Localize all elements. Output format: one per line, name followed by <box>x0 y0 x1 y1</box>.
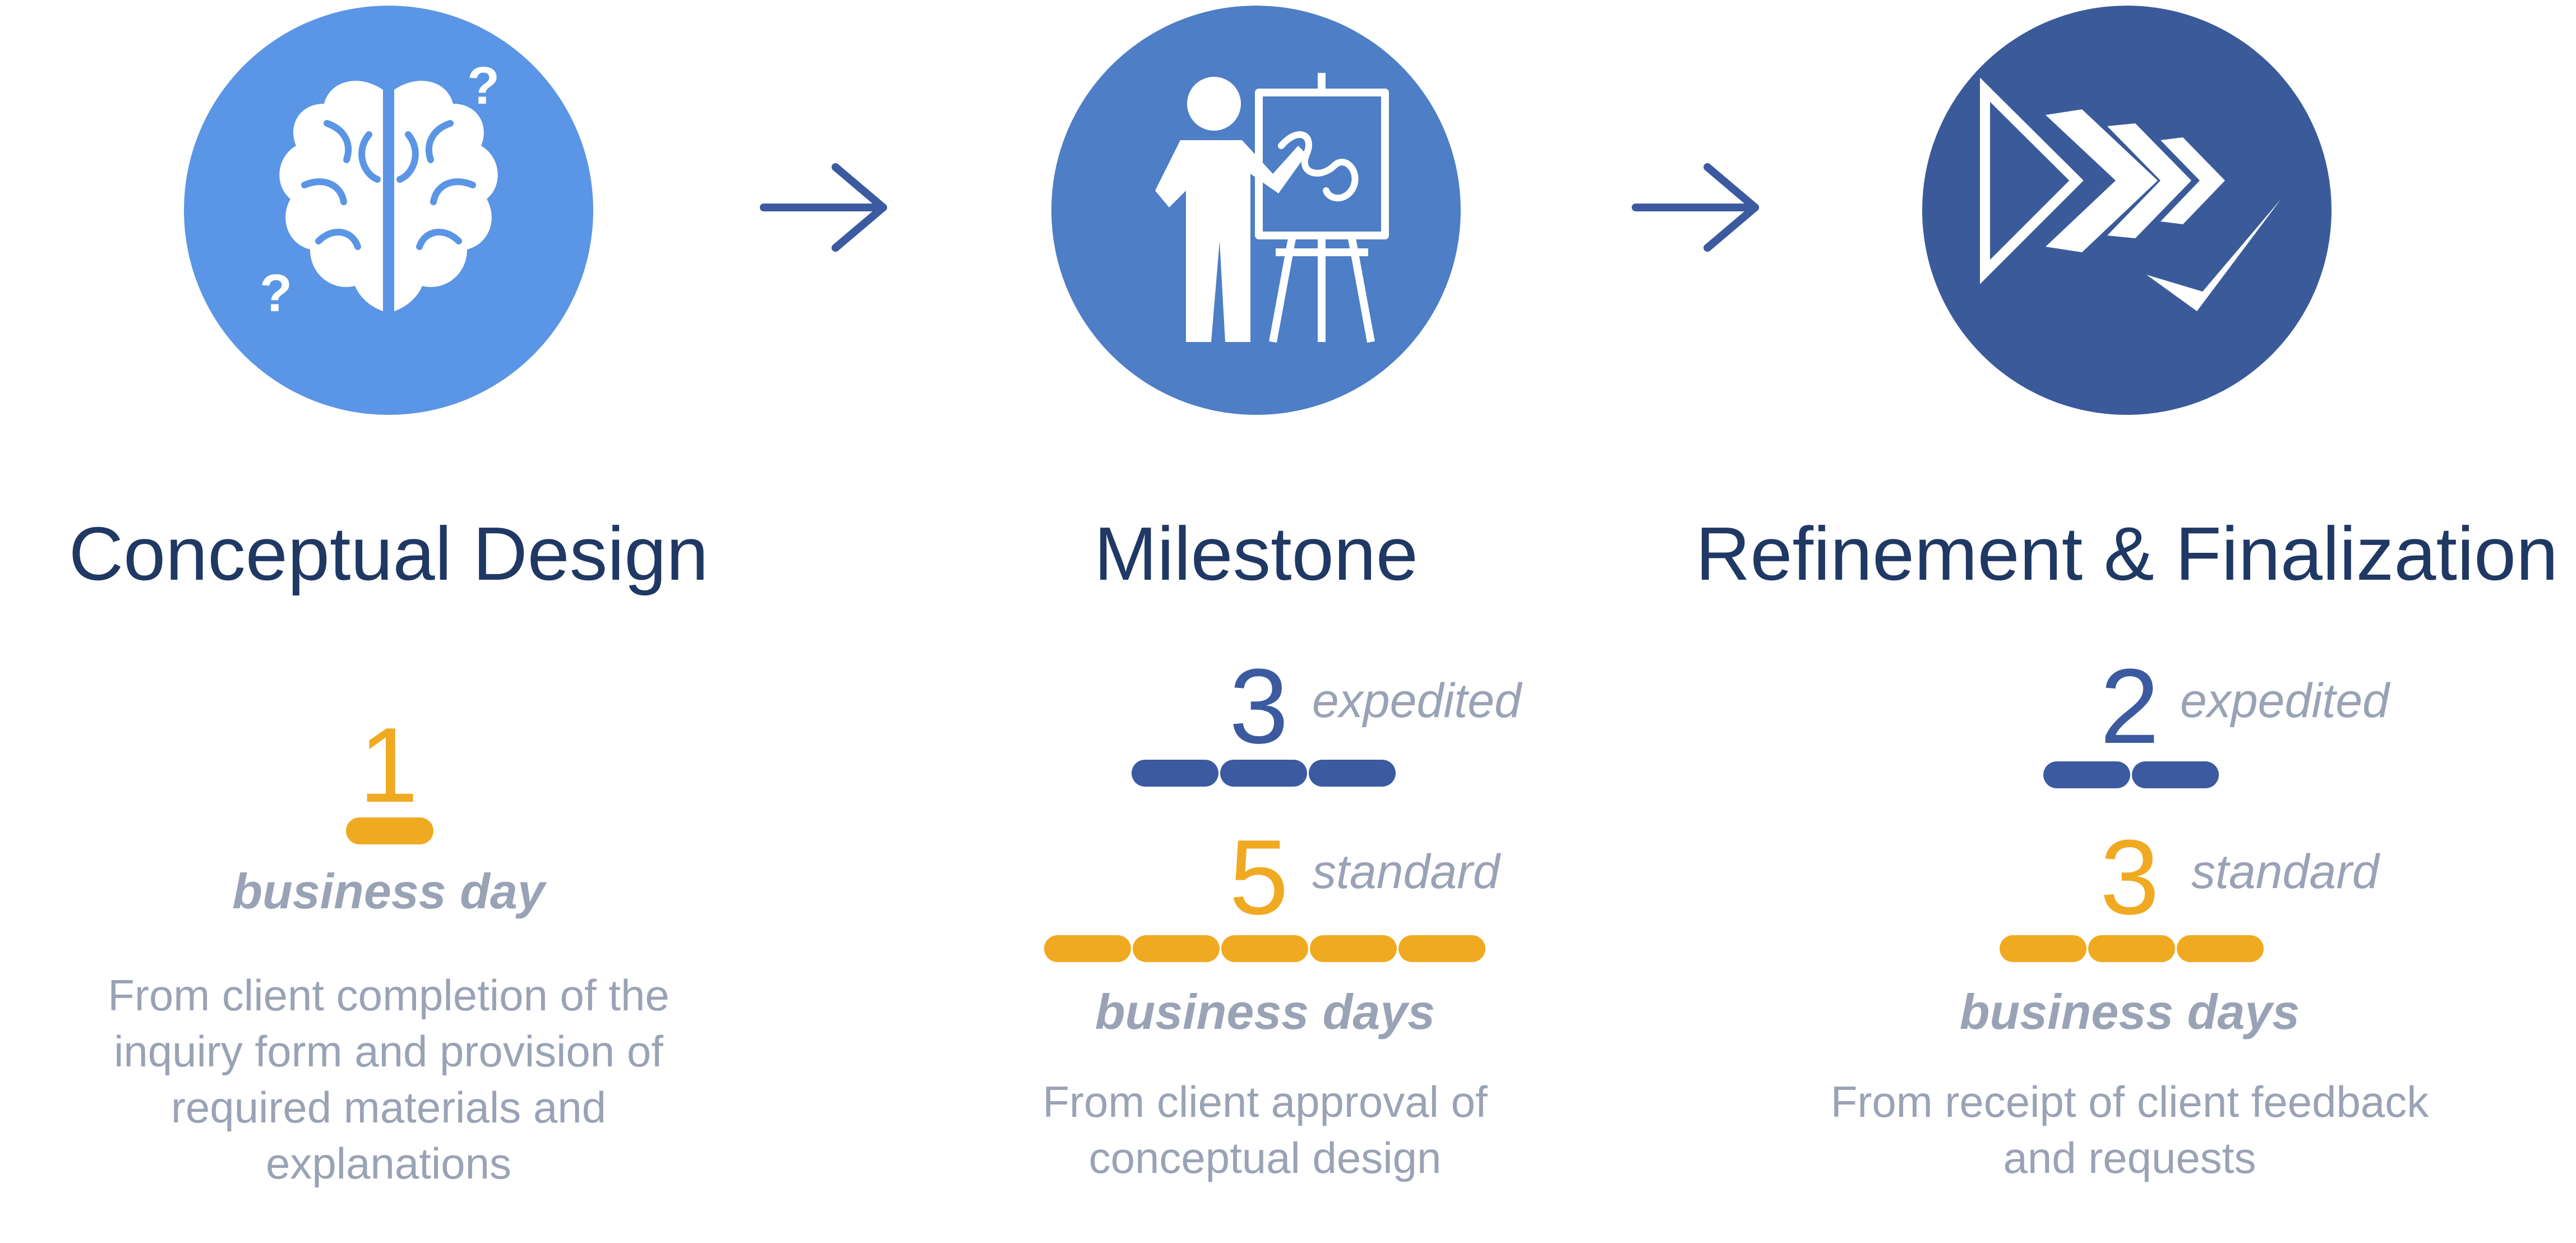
day-segment <box>2043 761 2130 788</box>
day-segment <box>2088 935 2175 962</box>
stage-3-icon-circle <box>1922 6 2332 415</box>
stage-3-title: Refinement & Finalization <box>1695 511 2559 596</box>
stage-3-expedited-days: 2 <box>2100 647 2159 766</box>
stage-2-icon-circle <box>1051 6 1461 415</box>
presenter-easel-icon <box>1155 73 1389 343</box>
stage-2-expedited-label: expedited <box>1312 674 1521 728</box>
stage-3-standard-label: standard <box>2191 845 2379 899</box>
day-segment <box>1044 935 1131 962</box>
stage-3-unit: business days <box>1959 984 2300 1039</box>
stage-1-description: From client completion of the inquiry fo… <box>108 971 670 1188</box>
stage-1-duration: 1 <box>359 706 418 825</box>
day-segment <box>1221 935 1308 962</box>
day-segment <box>2177 935 2264 962</box>
day-segment <box>1398 935 1485 962</box>
stage-2-standard-days: 5 <box>1229 818 1289 937</box>
day-segment <box>2132 761 2219 788</box>
stage-2-expedited-days: 3 <box>1229 647 1289 766</box>
day-segment <box>1132 760 1218 787</box>
day-segment <box>1220 760 1307 787</box>
day-segment <box>1133 935 1220 962</box>
stage-1-title: Conceptual Design <box>68 511 709 596</box>
stage-3-standard-days: 3 <box>2100 818 2159 937</box>
stage-3-expedited-label: expedited <box>2180 674 2389 728</box>
day-segment <box>346 817 433 844</box>
stage-1-icon-circle: ? ? <box>184 6 593 415</box>
day-segment <box>1310 935 1397 962</box>
fast-forward-check-icon <box>1980 77 2281 311</box>
svg-text:?: ? <box>260 264 292 323</box>
stage-2-title: Milestone <box>1094 511 1418 596</box>
right-arrow-icon <box>760 163 887 252</box>
brain-question-icon: ? ? <box>260 56 500 323</box>
right-arrow-icon <box>1632 163 1759 252</box>
svg-text:?: ? <box>467 56 500 115</box>
stage-3-description: From receipt of client feedback and requ… <box>1830 1077 2429 1182</box>
stage-2-description: From client approval of conceptual desig… <box>1042 1077 1488 1182</box>
day-segment <box>1309 760 1396 787</box>
stage-1-unit: business day <box>232 863 545 919</box>
stage-2-unit: business days <box>1095 984 1435 1039</box>
stage-2-standard-label: standard <box>1312 845 1500 899</box>
day-segment <box>2000 935 2086 962</box>
